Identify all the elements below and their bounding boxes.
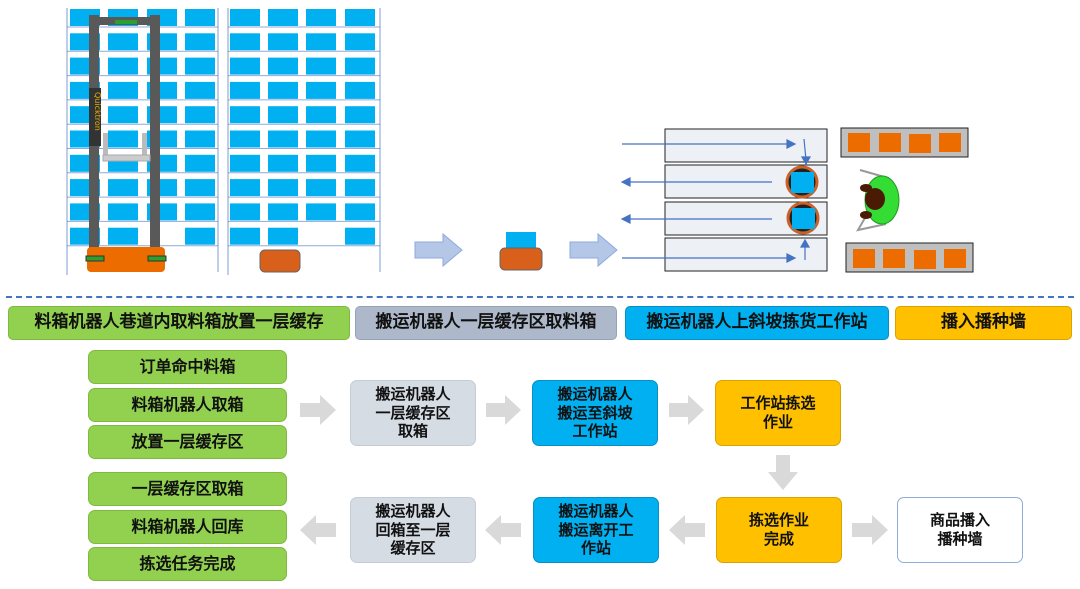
storage-bin	[268, 179, 298, 197]
arrow-down-icon	[768, 455, 798, 490]
arrow-right-icon	[669, 395, 704, 425]
step-robot-pick: 料箱机器人取箱	[88, 388, 287, 422]
storage-bin	[185, 130, 215, 148]
storage-bin	[345, 57, 375, 75]
storage-bin	[345, 33, 375, 51]
storage-bin	[230, 227, 260, 245]
storage-bin	[306, 154, 336, 172]
storage-bin	[230, 106, 260, 124]
storage-bin	[230, 203, 260, 221]
node-sort-wall: 商品播入播种墙	[897, 497, 1023, 563]
header-sort-wall: 播入播种墙	[895, 306, 1072, 340]
storage-bin	[230, 154, 260, 172]
transport-robot	[259, 249, 301, 273]
storage-bin	[230, 130, 260, 148]
flow-arrow-icon	[569, 232, 618, 268]
storage-bin	[230, 33, 260, 51]
storage-bin	[108, 130, 138, 148]
node-to-workstation: 搬运机器人搬运至斜坡工作站	[532, 380, 658, 446]
workstation-lanes	[620, 128, 828, 272]
storage-bin	[268, 227, 298, 245]
storage-bin	[230, 57, 260, 75]
storage-bin	[108, 33, 138, 51]
flow-arrow-icon	[414, 232, 463, 268]
header-workstation: 搬运机器人上斜坡拣货工作站	[625, 306, 889, 340]
arrow-right-icon	[852, 515, 888, 545]
storage-bin	[306, 179, 336, 197]
storage-bin	[306, 57, 336, 75]
storage-bin	[345, 9, 375, 26]
storage-bin	[345, 106, 375, 124]
storage-bin	[108, 179, 138, 197]
node-picking: 工作站拣选作业	[715, 380, 841, 446]
bin-robot: Quicktron	[85, 15, 167, 272]
storage-bin	[108, 106, 138, 124]
header-buffer-pickup: 搬运机器人一层缓存区取料箱	[355, 306, 617, 340]
picker-person-icon	[856, 169, 900, 232]
storage-bin	[185, 33, 215, 51]
step-robot-return: 料箱机器人回库	[88, 510, 287, 544]
storage-bin	[306, 130, 336, 148]
arrow-left-icon	[300, 515, 336, 545]
storage-bin	[306, 9, 336, 26]
storage-racks	[66, 8, 381, 275]
arrow-left-icon	[669, 515, 705, 545]
storage-bin	[185, 154, 215, 172]
storage-bin	[345, 179, 375, 197]
node-buffer-pickup: 搬运机器人一层缓存区取箱	[350, 380, 476, 446]
storage-bin	[268, 81, 298, 99]
storage-bin	[268, 154, 298, 172]
node-leave-workstation: 搬运机器人搬运离开工作站	[533, 497, 659, 563]
section-divider	[6, 296, 1074, 298]
storage-bin	[268, 9, 298, 26]
storage-bin	[185, 9, 215, 26]
storage-bin	[306, 203, 336, 221]
storage-bin	[108, 227, 138, 245]
storage-bin	[185, 227, 215, 245]
storage-bin	[345, 81, 375, 99]
storage-bin	[345, 130, 375, 148]
storage-bin	[230, 81, 260, 99]
arrow-left-icon	[485, 515, 521, 545]
storage-bin	[185, 57, 215, 75]
storage-bin	[306, 81, 336, 99]
storage-bin	[268, 203, 298, 221]
step-place-buffer: 放置一层缓存区	[88, 425, 287, 459]
storage-bin	[345, 154, 375, 172]
storage-bin	[108, 203, 138, 221]
storage-bin	[185, 179, 215, 197]
storage-bin	[268, 57, 298, 75]
storage-bin	[306, 33, 336, 51]
storage-bin	[108, 57, 138, 75]
step-task-complete: 拣选任务完成	[88, 547, 287, 581]
node-return-buffer: 搬运机器人回箱至一层缓存区	[350, 497, 476, 563]
storage-bin	[345, 203, 375, 221]
storage-bin	[185, 203, 215, 221]
warehouse-illustration: Quicktron	[66, 8, 974, 275]
step-buffer-pick: 一层缓存区取箱	[88, 472, 287, 506]
storage-bin	[230, 9, 260, 26]
storage-bin	[108, 81, 138, 99]
node-picking-done: 拣选作业完成	[716, 497, 842, 563]
arrow-right-icon	[300, 395, 336, 425]
storage-bin	[268, 130, 298, 148]
storage-bin	[185, 81, 215, 99]
storage-bin	[185, 106, 215, 124]
transport-robot-with-bin	[499, 232, 543, 271]
storage-bin	[268, 106, 298, 124]
picking-bins	[840, 127, 974, 273]
brand-label: Quicktron	[93, 92, 102, 131]
arrow-right-icon	[486, 395, 521, 425]
storage-bin	[268, 33, 298, 51]
storage-bin	[306, 106, 336, 124]
storage-bin	[345, 227, 375, 245]
header-bin-robot: 料箱机器人巷道内取料箱放置一层缓存	[8, 306, 350, 340]
storage-bin	[230, 179, 260, 197]
step-order-hit: 订单命中料箱	[88, 350, 287, 384]
